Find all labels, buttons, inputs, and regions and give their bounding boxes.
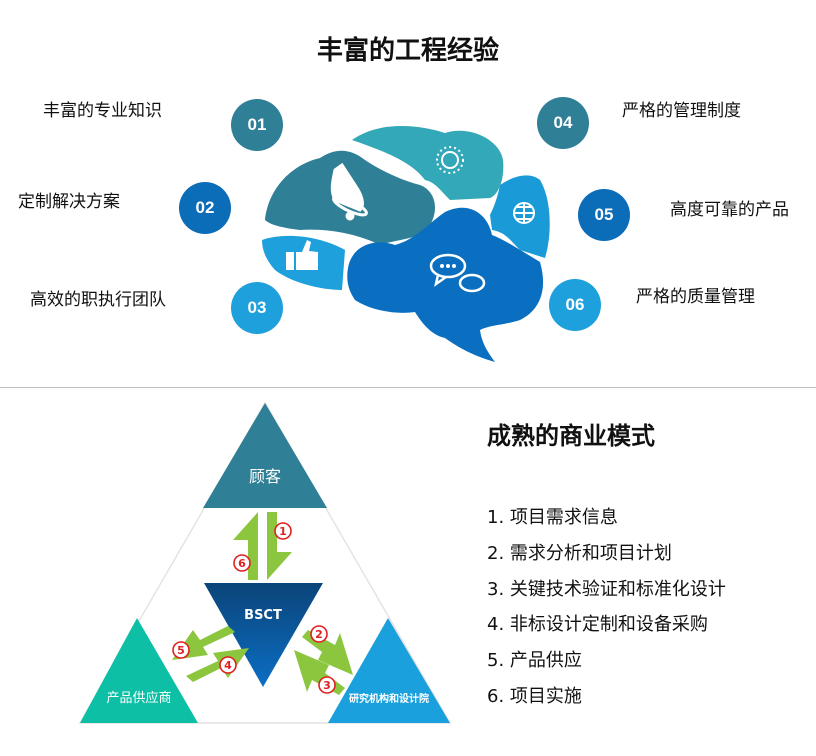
- step-badge-3: 3: [323, 679, 331, 692]
- research-label: 研究机构和设计院: [349, 692, 429, 705]
- brain-graphic: [262, 125, 550, 362]
- number-badge-04: 04: [537, 97, 589, 149]
- brain-lobe-bottom: [347, 207, 544, 362]
- thumbs-up-icon: [286, 240, 318, 270]
- research-triangle: [328, 618, 450, 723]
- engineering-experience-title: 丰富的工程经验: [316, 36, 499, 66]
- item-label-03: 高效的职执行团队: [30, 290, 166, 310]
- arrow-step-6: [233, 512, 258, 580]
- step-badge-4: 4: [224, 659, 232, 672]
- globe-icon: [513, 202, 535, 224]
- list-item: 2. 需求分析和项目计划: [487, 543, 672, 564]
- customer-triangle: [203, 403, 327, 508]
- supplier-label: 产品供应商: [106, 690, 171, 706]
- list-item: 3. 关键技术验证和标准化设计: [487, 579, 726, 600]
- brain-lobe-right: [490, 175, 550, 258]
- supplier-triangle: [80, 618, 198, 723]
- customer-label: 顾客: [249, 467, 281, 486]
- number-badge-02: 02: [179, 182, 231, 234]
- chat-bubbles-icon: [429, 253, 486, 293]
- item-label-05: 高度可靠的产品: [670, 200, 789, 220]
- bsct-triangle: [204, 583, 323, 687]
- outer-triangle: [78, 401, 452, 724]
- list-item: 6. 项目实施: [487, 686, 582, 707]
- bsct-label: BSCT: [244, 608, 282, 623]
- arrow-step-4: [186, 648, 249, 682]
- item-label-04: 严格的管理制度: [622, 101, 741, 121]
- item-label-02: 定制解决方案: [18, 192, 120, 212]
- list-item: 1. 项目需求信息: [487, 507, 618, 528]
- item-label-06: 严格的质量管理: [636, 287, 755, 307]
- list-item: 4. 非标设计定制和设备采购: [487, 614, 708, 635]
- arrow-step-1: [267, 512, 292, 580]
- business-model-diagram: 1 2 3 4 5 6 顾客 BSCT 产品供应商 研究机构和设计院: [78, 401, 452, 724]
- bell-icon: [330, 162, 368, 221]
- brain-lobe-top: [352, 125, 504, 200]
- number-badge-05: 05: [578, 189, 630, 241]
- step-badge-6: 6: [238, 557, 246, 570]
- number-badge-01: 01: [231, 99, 283, 151]
- business-model-title: 成熟的商业模式: [487, 422, 655, 450]
- step-badge-2: 2: [315, 628, 323, 641]
- sun-icon: [436, 146, 464, 174]
- step-badge-5: 5: [177, 644, 185, 657]
- list-item: 5. 产品供应: [487, 650, 582, 671]
- number-badge-03: 03: [231, 282, 283, 334]
- number-badge-06: 06: [549, 279, 601, 331]
- item-label-01: 丰富的专业知识: [43, 101, 162, 121]
- step-badge-1: 1: [279, 525, 287, 538]
- section-divider: [0, 387, 816, 388]
